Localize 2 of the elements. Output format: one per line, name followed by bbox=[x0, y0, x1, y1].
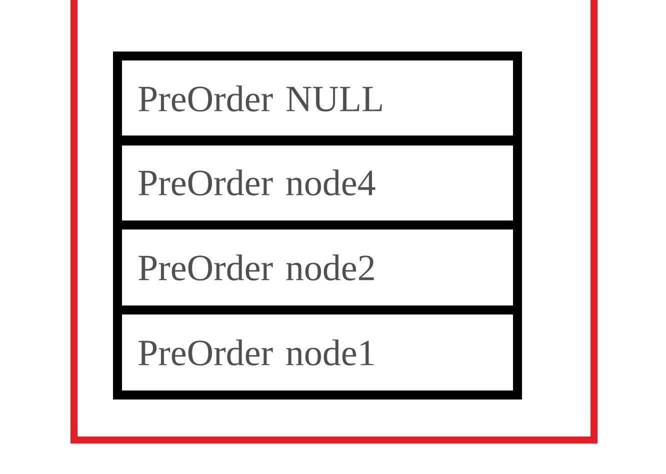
frame-box bbox=[70, 0, 598, 444]
stack-cell: PreOrder NULL bbox=[113, 52, 522, 146]
